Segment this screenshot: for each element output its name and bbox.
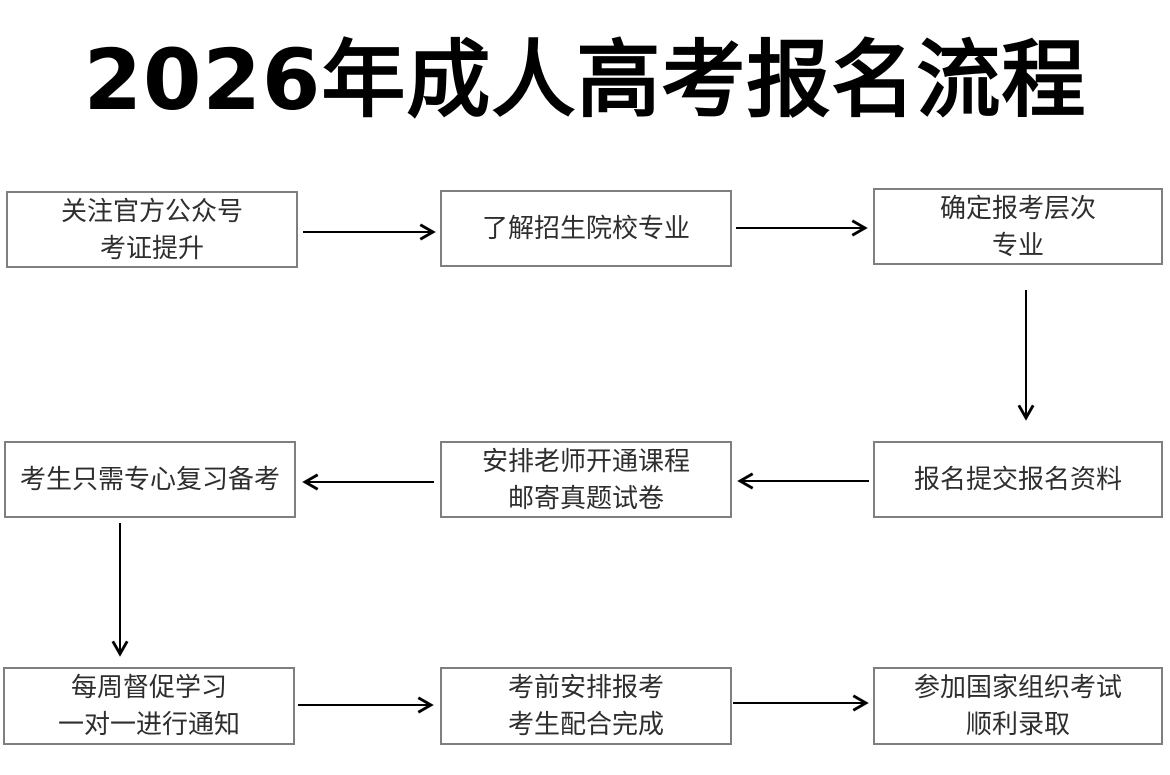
node-text-line: 专业 bbox=[991, 229, 1044, 260]
flow-node-pre-exam-arrangement: 考前安排报考 考生配合完成 bbox=[440, 667, 732, 745]
flow-node-learn-school-majors: 了解招生院校专业 bbox=[440, 190, 732, 267]
node-text-line: 每周督促学习 bbox=[70, 672, 227, 702]
flow-node-weekly-supervision: 每周督促学习 一对一进行通知 bbox=[3, 667, 295, 745]
page-title: 2026年成人高考报名流程 bbox=[83, 31, 1087, 129]
flow-node-follow-official-account: 关注官方公众号 考证提升 bbox=[6, 191, 298, 268]
flow-node-confirm-level-major: 确定报考层次 专业 bbox=[873, 188, 1163, 265]
node-text-line: 了解招生院校专业 bbox=[481, 213, 690, 243]
flow-node-focus-on-review: 考生只需专心复习备考 bbox=[4, 441, 296, 518]
node-text-line: 报名提交报名资料 bbox=[913, 464, 1122, 494]
node-text-line: 参加国家组织考试 bbox=[913, 672, 1122, 702]
node-text-line: 考生只需专心复习备考 bbox=[19, 464, 280, 494]
node-text-line: 确定报考层次 bbox=[939, 192, 1096, 223]
flow-node-submit-registration-materials: 报名提交报名资料 bbox=[873, 441, 1163, 518]
node-text-line: 安排老师开通课程 bbox=[481, 445, 690, 476]
node-text-line: 关注官方公众号 bbox=[60, 195, 243, 226]
node-text-line: 考前安排报考 bbox=[507, 672, 664, 702]
flow-node-open-courses-mail-papers: 安排老师开通课程 邮寄真题试卷 bbox=[440, 441, 732, 518]
flow-node-take-exam-admission: 参加国家组织考试 顺利录取 bbox=[873, 667, 1163, 745]
node-text-line: 一对一进行通知 bbox=[57, 709, 240, 739]
node-text-line: 考生配合完成 bbox=[507, 709, 664, 739]
node-text-line: 邮寄真题试卷 bbox=[507, 482, 664, 513]
node-text-line: 顺利录取 bbox=[965, 709, 1070, 739]
node-text-line: 考证提升 bbox=[99, 232, 204, 263]
